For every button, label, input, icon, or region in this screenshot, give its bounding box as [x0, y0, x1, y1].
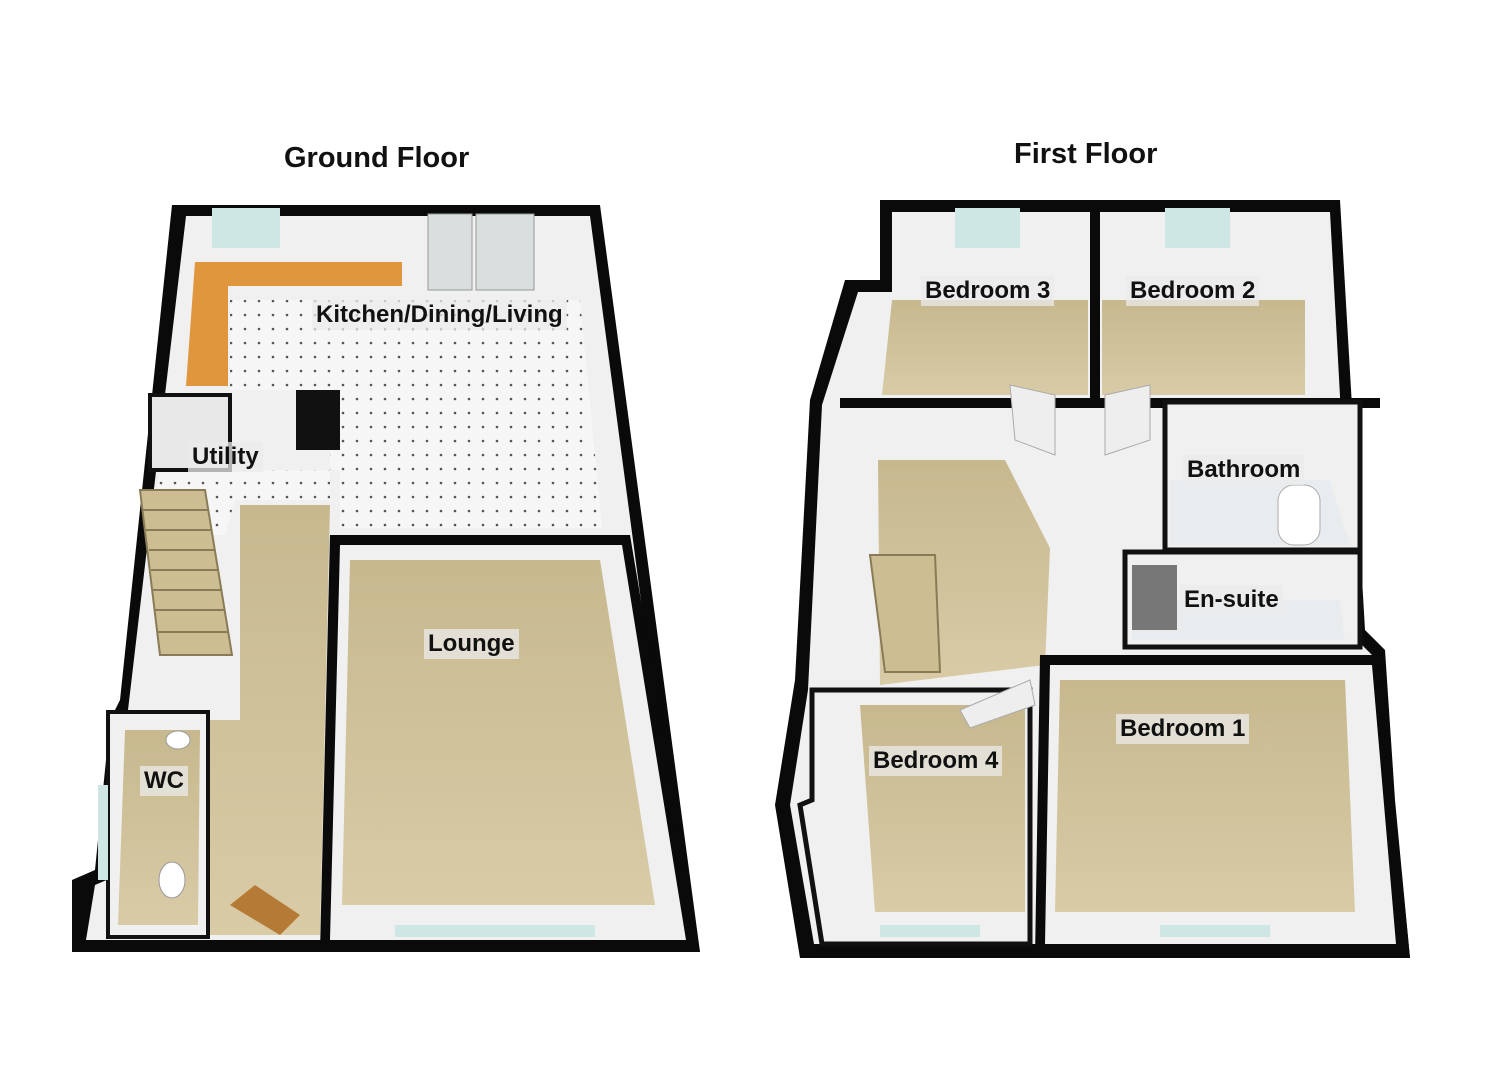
dividing-wall	[1090, 205, 1100, 400]
bath-icon	[1277, 484, 1321, 546]
window	[98, 785, 108, 880]
window	[395, 925, 595, 937]
window	[1165, 208, 1230, 248]
kitchen-floor	[230, 300, 602, 528]
room-label-kitchen: Kitchen/Dining/Living	[312, 300, 567, 330]
lounge-floor	[342, 560, 655, 905]
patio-doors	[427, 213, 473, 291]
kitchen-counter	[186, 262, 402, 386]
door	[1104, 384, 1151, 456]
first-floor-plan	[775, 200, 1410, 958]
shower-icon	[1132, 565, 1177, 630]
kitchen-island-wall	[296, 390, 340, 450]
first-floor-title: First Floor	[1014, 138, 1158, 170]
window	[212, 208, 280, 248]
ground-floor-plan	[72, 205, 700, 952]
room-label-bedroom-1: Bedroom 1	[1116, 714, 1250, 744]
bedroom-4-floor	[860, 705, 1025, 912]
door	[959, 679, 1036, 729]
wc-floor	[118, 730, 200, 925]
stairs	[868, 554, 942, 673]
hallway-floor	[205, 505, 330, 935]
window	[418, 208, 543, 216]
room-label-bedroom-3: Bedroom 3	[921, 276, 1055, 306]
stairs	[138, 489, 234, 656]
sink-icon	[165, 730, 191, 750]
room-label-ensuite: En-suite	[1180, 585, 1283, 615]
room-label-bedroom-4: Bedroom 4	[869, 746, 1003, 776]
room-label-lounge: Lounge	[424, 629, 519, 659]
window	[880, 925, 980, 937]
patio-doors	[475, 213, 535, 291]
door	[1009, 384, 1056, 456]
room-label-wc: WC	[140, 766, 188, 796]
toilet-icon	[158, 861, 186, 899]
room-label-utility: Utility	[188, 442, 263, 472]
ground-floor-title: Ground Floor	[284, 142, 470, 174]
bedroom-2-floor	[1102, 300, 1305, 395]
bedroom-3-floor	[882, 300, 1088, 395]
door-mat	[230, 885, 300, 935]
room-label-bedroom-2: Bedroom 2	[1126, 276, 1260, 306]
window	[955, 208, 1020, 248]
window	[1160, 925, 1270, 937]
bathroom-floor	[1170, 480, 1350, 545]
room-label-bathroom: Bathroom	[1183, 455, 1305, 485]
